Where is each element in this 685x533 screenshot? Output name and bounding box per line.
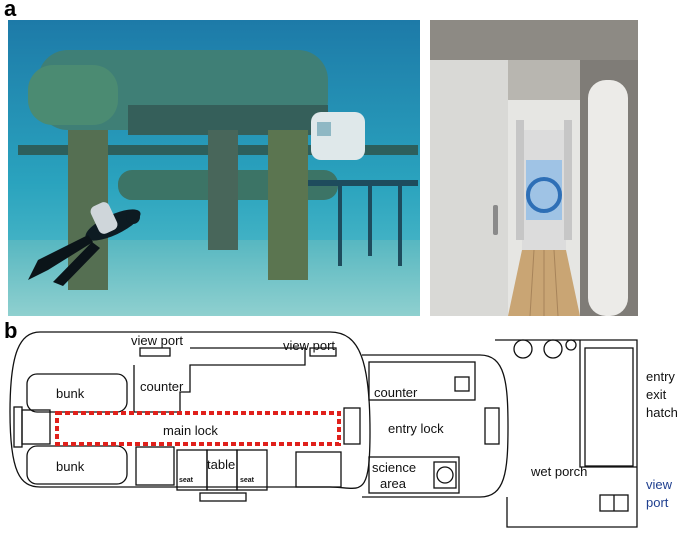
wet-porch-label: wet porch bbox=[530, 464, 587, 479]
entry-lock-cylinder-outline bbox=[362, 354, 509, 498]
entry-lock-label: entry lock bbox=[388, 421, 444, 436]
habitat-structure bbox=[18, 50, 418, 290]
habitat-floor-plan: view port view port bunk bunk counter ma… bbox=[9, 331, 678, 528]
main-lock-label: main lock bbox=[163, 423, 218, 438]
bunk-bottom-box bbox=[26, 445, 128, 485]
view-port-right-label-2: port bbox=[646, 495, 669, 510]
science-label-line-1: science bbox=[372, 460, 416, 475]
underwater-habitat-photo bbox=[8, 20, 420, 316]
counter-left-label: counter bbox=[140, 379, 184, 394]
science-area-box bbox=[368, 456, 460, 494]
main-lock-highlight bbox=[55, 411, 341, 446]
wet-porch-outline bbox=[495, 339, 638, 528]
counter-right-box bbox=[368, 361, 476, 401]
view-port-label-1: view port bbox=[131, 333, 183, 348]
view-port-right-label-1: view bbox=[646, 477, 673, 492]
bunk-bottom-label: bunk bbox=[56, 459, 85, 474]
panel-b-letter: b bbox=[4, 318, 18, 343]
table-label: table bbox=[207, 457, 235, 472]
exit-label: exit bbox=[646, 387, 667, 402]
seat-label-1: seat bbox=[179, 477, 194, 484]
counter-right-label: counter bbox=[374, 385, 418, 400]
hatch-label: hatch bbox=[646, 405, 678, 420]
panel-a-letter: a bbox=[4, 0, 17, 21]
entry-label: entry bbox=[646, 369, 675, 384]
habitat-interior-photo bbox=[430, 20, 638, 316]
view-port-label-2: view port bbox=[283, 338, 335, 353]
bunk-top-label: bunk bbox=[56, 386, 85, 401]
science-label-line-2: area bbox=[380, 476, 407, 491]
diver-figure bbox=[28, 202, 141, 286]
seat-label-2: seat bbox=[240, 477, 255, 484]
